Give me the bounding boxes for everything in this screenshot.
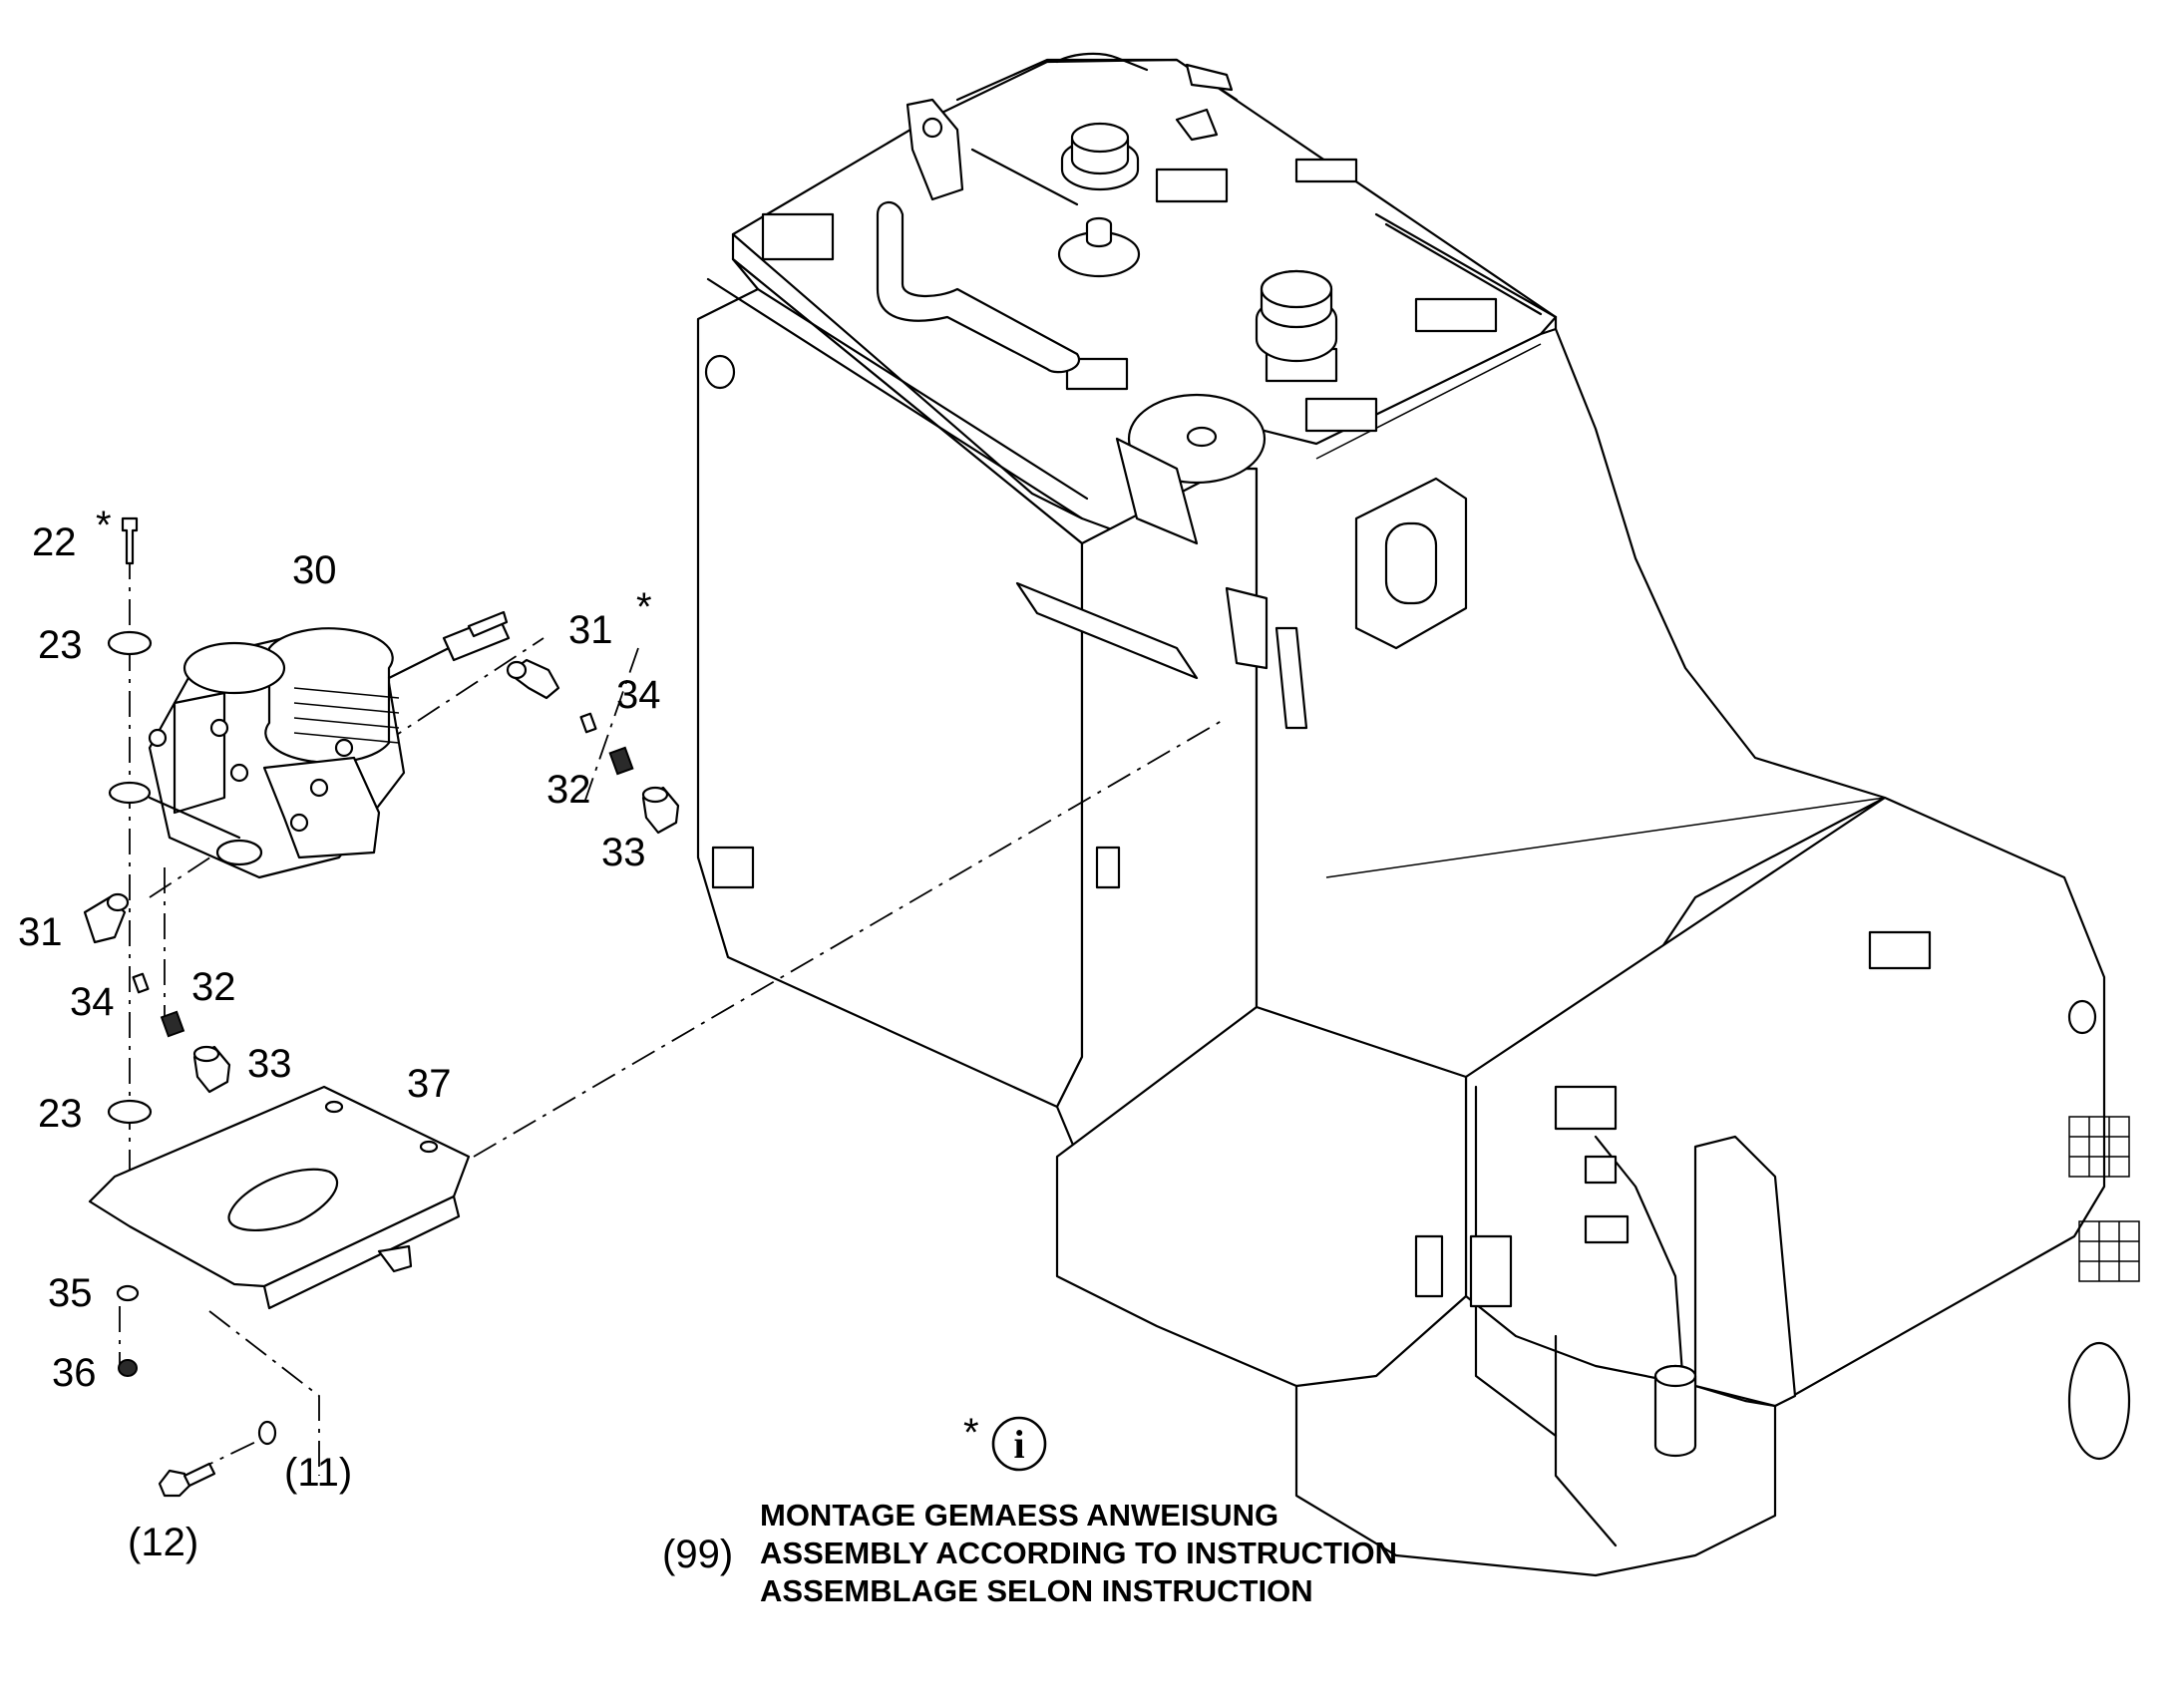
label-37: 37 [407, 1062, 452, 1106]
label-31-upper-star: * [636, 585, 652, 629]
nut-36 [118, 1359, 138, 1377]
sensor-cap [1057, 216, 1141, 278]
note-line-de: MONTAGE GEMAESS ANWEISUNG [760, 1498, 1278, 1533]
label-30: 30 [292, 548, 337, 592]
label-23-upper: 23 [38, 623, 83, 667]
union-nut-33-lower [192, 1045, 231, 1094]
label-33-upper: 33 [601, 831, 646, 874]
label-34-upper: 34 [616, 673, 661, 717]
label-23-lower: 23 [38, 1092, 83, 1136]
note-line-en: ASSEMBLY ACCORDING TO INSTRUCTION [760, 1536, 1397, 1570]
washer-11 [257, 1420, 277, 1446]
screw-22 [121, 516, 139, 565]
label-31-upper: 31 [568, 608, 613, 652]
sleeve-34-lower [132, 972, 150, 994]
pump-assembly-30 [108, 610, 511, 879]
filler-cap-front [1255, 269, 1338, 363]
washer-23-lower [107, 1099, 153, 1125]
filler-cap-rear [1060, 122, 1140, 191]
label-22: 22 [32, 520, 77, 564]
note-line-fr: ASSEMBLAGE SELON INSTRUCTION [760, 1573, 1313, 1608]
elbow-fitting-31-upper [506, 658, 560, 700]
bolt-12 [158, 1462, 216, 1498]
union-nut-33-upper [641, 786, 680, 835]
info-note-group: * i MONTAGE GEMAESS ANWEISUNG (99) ASSEM… [662, 1411, 1397, 1608]
label-36: 36 [52, 1351, 97, 1395]
round-hatch [1115, 393, 1267, 545]
info-icon-glyph: i [1013, 1422, 1024, 1467]
label-12: (12) [128, 1521, 198, 1564]
vent-grille [2068, 1116, 2140, 1282]
label-32-upper: 32 [546, 768, 591, 812]
insert-32-upper [608, 746, 634, 776]
label-22-star: * [96, 504, 112, 547]
elbow-fitting-31-lower [83, 892, 130, 944]
note-ref-99: (99) [662, 1533, 733, 1576]
label-32-lower: 32 [191, 965, 236, 1009]
label-34-lower: 34 [70, 980, 115, 1024]
insert-32-lower [160, 1010, 185, 1038]
info-icon [991, 1416, 1047, 1472]
machine-frame [696, 52, 2140, 1577]
label-35: 35 [48, 1271, 93, 1315]
label-11: (11) [284, 1451, 352, 1495]
callout-labels: 22 * 23 30 31 * 34 32 33 31 32 34 33 37 … [18, 504, 661, 1564]
washer-35 [116, 1284, 140, 1302]
washer-23-upper [107, 630, 153, 656]
label-31-lower: 31 [18, 910, 63, 954]
mounting-bracket-37 [88, 1085, 471, 1310]
sleeve-34-upper [579, 712, 597, 734]
label-33-lower: 33 [247, 1042, 292, 1086]
info-star: * [963, 1411, 979, 1455]
